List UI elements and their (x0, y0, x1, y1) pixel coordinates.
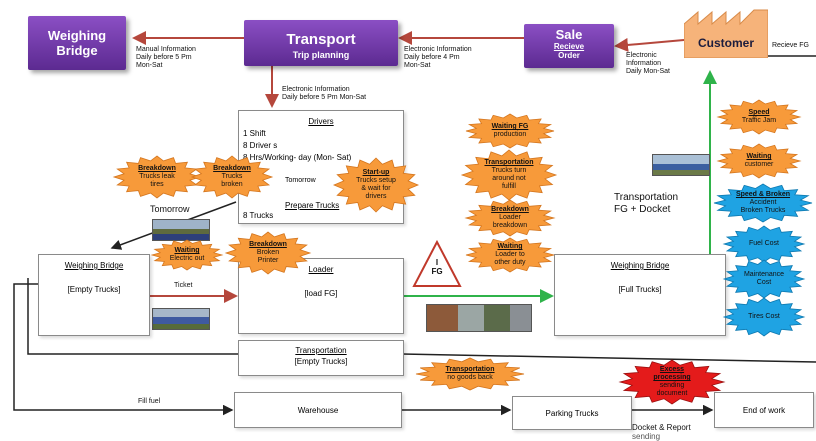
weighing-bridge-top-box[interactable]: Weighing Bridge (28, 16, 126, 70)
end-of-work-label: End of work (742, 405, 786, 415)
loader-value: [load FG] (304, 289, 338, 298)
truck-photo-1 (152, 219, 210, 241)
drivers-line-shift: 1 Shift (243, 129, 266, 138)
truck-photo-2 (152, 308, 210, 330)
factory-icon (684, 9, 768, 58)
parking-trucks-label: Parking Trucks (545, 408, 599, 418)
burst-shape (464, 199, 556, 237)
burst-shape (460, 149, 558, 201)
sale-subtitle-order: Order (558, 51, 580, 60)
burst-shape (190, 155, 274, 199)
burst-shape (112, 155, 202, 199)
burst-shape (713, 183, 813, 223)
warehouse-box[interactable]: Warehouse (234, 392, 402, 428)
customer-label: Customer (697, 36, 754, 50)
burst-shape (722, 297, 806, 337)
warehouse-label: Warehouse (297, 405, 339, 415)
line-fill-fuel (13, 283, 234, 416)
loader-title: Loader (308, 265, 334, 274)
transportation-empty-box[interactable]: Transportation [Empty Trucks] (238, 340, 404, 376)
transport-title: Transport (286, 31, 356, 48)
burst-shape (722, 259, 806, 299)
burst-shape (332, 157, 420, 213)
wb-empty-title: Weighing Bridge (64, 261, 124, 270)
prepare-trucks-value: 8 Trucks (243, 211, 274, 220)
wb-empty-value: [Empty Trucks] (67, 285, 121, 294)
arrow-customer-to-sale (614, 37, 685, 52)
truck-photo-3 (652, 154, 710, 176)
burst-shape (465, 113, 555, 149)
sale-subtitle-recieve: Recieve (553, 42, 585, 51)
loader-photo (426, 304, 532, 332)
transport-empty-title: Transportation (295, 346, 347, 355)
drivers-line-count: 8 Driver s (243, 141, 278, 150)
burst-shape (150, 239, 224, 271)
weighing-bridge-top-label: Weighing Bridge (47, 28, 107, 58)
burst-tires-cost: Tires Cost (722, 297, 806, 337)
line-return-left (27, 278, 238, 355)
end-of-work-box[interactable]: End of work (714, 392, 814, 428)
tomorrow-label: Tomorrow (150, 204, 190, 214)
drivers-title: Drivers (308, 117, 334, 126)
transport-empty-value: [Empty Trucks] (294, 357, 348, 366)
wb-full-value: [Full Trucks] (618, 285, 662, 294)
parking-trucks-box[interactable]: Parking Trucks (512, 396, 632, 430)
burst-shape (716, 143, 802, 179)
transport-subtitle: Trip planning (292, 50, 350, 60)
burst-fuel-cost: Fuel Cost (722, 225, 806, 263)
weighing-bridge-empty-box[interactable]: Weighing Bridge [Empty Trucks] (38, 254, 150, 336)
line-return-right (401, 353, 816, 363)
customer-factory[interactable]: Customer (684, 6, 768, 58)
prepare-trucks-title: Prepare Trucks (285, 201, 340, 210)
burst-shape (415, 357, 525, 391)
recieve-fg-label: Recieve FG (772, 42, 809, 49)
inventory-triangle (412, 239, 462, 287)
burst-shape (224, 231, 312, 275)
drivers-line-hours: 8 Hrs/Working- day (Mon- Sat) (243, 153, 352, 162)
sale-title: Sale (555, 27, 583, 42)
ticket-label: Ticket (174, 282, 193, 289)
wb-full-title: Weighing Bridge (610, 261, 670, 270)
transport-box[interactable]: Transport Trip planning (244, 20, 398, 66)
burst-shape (722, 225, 806, 263)
fill-fuel-label: Fill fuel (138, 398, 161, 405)
drivers-tomorrow-label: Tomorrow (285, 177, 316, 184)
burst-shape (716, 99, 802, 135)
weighing-bridge-full-box[interactable]: Weighing Bridge [Full Trucks] (554, 254, 726, 336)
sale-box[interactable]: Sale Recieve Order (524, 24, 614, 68)
burst-shape (465, 237, 555, 273)
burst-shape (618, 359, 726, 405)
